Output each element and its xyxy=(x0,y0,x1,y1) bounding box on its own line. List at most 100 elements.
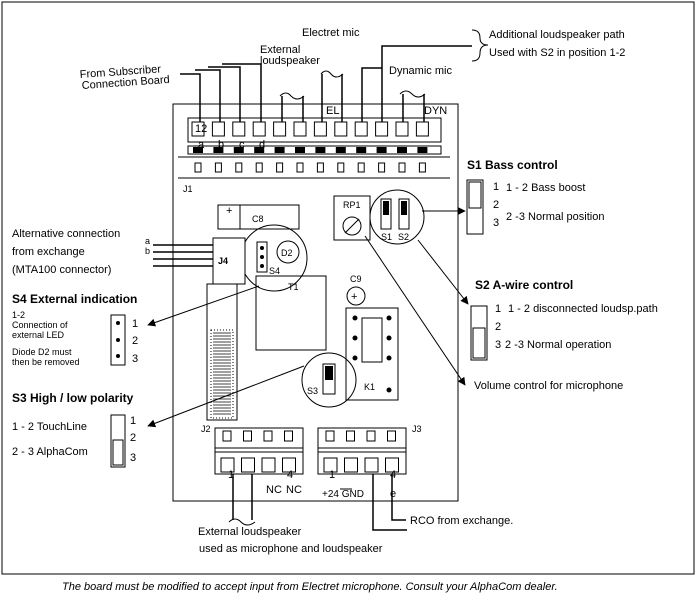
s4-board-label: S4 xyxy=(269,266,280,276)
s4-pos-1: 1 xyxy=(132,318,138,330)
s4-desc-line2: Connection of xyxy=(12,320,68,330)
terminal-pin xyxy=(346,430,355,442)
s3-pos-3: 3 xyxy=(130,452,136,464)
j1-terminal-block xyxy=(178,117,450,179)
external-loudspeaker-line2: loudspeaker xyxy=(260,55,320,67)
j1-screw-terminal xyxy=(211,121,225,137)
j1-pin xyxy=(233,147,244,153)
j1-12-label: 12 xyxy=(195,123,207,135)
j1-row-pin xyxy=(194,162,202,173)
j1-screw-terminal xyxy=(313,121,327,137)
s4-pos-2: 2 xyxy=(132,335,138,347)
s4-desc-line1: 1-2 xyxy=(12,310,25,320)
s3-board-label: S3 xyxy=(307,386,318,396)
s1-jumper-icon xyxy=(466,179,484,235)
s3-title: S3 High / low polarity xyxy=(12,391,134,405)
terminal-c-label: c xyxy=(239,139,245,151)
j1-pin xyxy=(417,147,428,153)
j1-pin xyxy=(376,147,387,153)
external-loudspeaker-line1: External xyxy=(260,44,300,56)
s1-desc-1: 1 - 2 Bass boost xyxy=(506,182,586,194)
striped-component xyxy=(206,283,238,421)
s2-label: S2 xyxy=(398,232,409,242)
s4-jumper-icon xyxy=(110,314,126,366)
j1-label: J1 xyxy=(183,184,193,194)
k1-label: K1 xyxy=(364,382,375,392)
j3-label: J3 xyxy=(412,424,422,434)
j1-screw-terminal xyxy=(415,121,429,137)
k1-relay xyxy=(345,307,399,401)
c8-label: C8 xyxy=(252,214,264,224)
j3-power-label: +24 GND xyxy=(322,489,364,500)
j1-screw-terminal xyxy=(395,121,409,137)
j1-screw-terminal xyxy=(375,121,389,137)
j1-pin xyxy=(397,147,407,153)
j4-label: J4 xyxy=(218,256,228,266)
terminal-cell xyxy=(364,457,379,473)
s4-pos-3: 3 xyxy=(132,353,138,365)
t1-transformer xyxy=(255,275,327,351)
j1-row-pin xyxy=(255,162,263,173)
j1-screw-terminal xyxy=(293,121,307,137)
j3-terminal-block xyxy=(317,427,407,475)
j1-row-pin xyxy=(418,162,426,173)
s2-title: S2 A-wire control xyxy=(475,278,573,292)
j1-row-pin xyxy=(235,162,243,173)
j1-screw-terminal xyxy=(354,121,368,137)
s1-pos-3: 3 xyxy=(493,217,499,229)
j1-row-pin xyxy=(337,162,345,173)
terminal-pin xyxy=(222,430,232,442)
j2-terminal-nc-2: NC xyxy=(286,484,302,496)
j1-row-pin xyxy=(296,162,304,173)
j1-row-pin xyxy=(357,162,365,173)
terminal-pin xyxy=(325,430,335,442)
terminal-b-label: b xyxy=(218,139,224,151)
j1-pin xyxy=(335,147,346,153)
terminal-a-label: a xyxy=(198,139,205,151)
j2-terminal-block xyxy=(214,427,304,475)
j1-row-pin xyxy=(214,162,222,173)
j2-label: J2 xyxy=(201,424,211,434)
j1-pin xyxy=(213,147,224,153)
j1-row-pin xyxy=(316,162,324,173)
pointer-arrows xyxy=(147,207,469,428)
s3-pos-2: 2 xyxy=(130,432,136,444)
j2-terminal-4: 4 xyxy=(287,469,293,481)
j1-pin xyxy=(295,147,305,153)
terminal-cell xyxy=(261,457,276,473)
s3-jumper xyxy=(301,352,357,408)
s2-pos-3: 3 xyxy=(495,339,501,351)
j2-terminal-nc-1: NC xyxy=(266,484,282,496)
terminal-pin xyxy=(366,430,376,442)
terminal-cell xyxy=(241,457,255,473)
j1-row-pin xyxy=(398,162,406,173)
dynamic-mic-label: Dynamic mic xyxy=(389,65,452,77)
j1-pin xyxy=(315,147,326,153)
el-label: EL xyxy=(326,105,339,117)
j1-screw-terminal xyxy=(191,121,205,137)
s3-desc-line2: 2 - 3 AlphaCom xyxy=(12,446,88,458)
c9-capacitor xyxy=(346,286,366,306)
rp1-label: RP1 xyxy=(343,200,361,210)
s3-pos-1: 1 xyxy=(130,415,136,427)
exchange-a-label: a xyxy=(145,236,150,246)
alt-connection-line2: from exchange xyxy=(12,246,85,258)
s2-pos-1: 1 xyxy=(495,303,501,315)
j1-pin xyxy=(254,147,265,153)
s2-jumper-icon xyxy=(470,305,488,361)
s1-desc-2: 2 -3 Normal position xyxy=(506,211,604,223)
terminal-pin xyxy=(284,430,293,442)
s2-desc-1: 1 - 2 disconnected loudsp.path xyxy=(508,303,658,315)
electret-mic-label: Electret mic xyxy=(302,27,360,39)
terminal-cell xyxy=(282,457,296,473)
s4-desc-line5: then be removed xyxy=(12,357,80,367)
footer-note: The board must be modified to accept inp… xyxy=(62,581,558,593)
subscriber-wires xyxy=(180,29,489,122)
j1-screw-terminal xyxy=(273,121,287,137)
j1-row-pin xyxy=(378,162,386,173)
terminal-cell xyxy=(220,457,235,473)
s4-desc-line4: Diode D2 must xyxy=(12,347,72,357)
j3-terminal-1: 1 xyxy=(329,469,335,481)
